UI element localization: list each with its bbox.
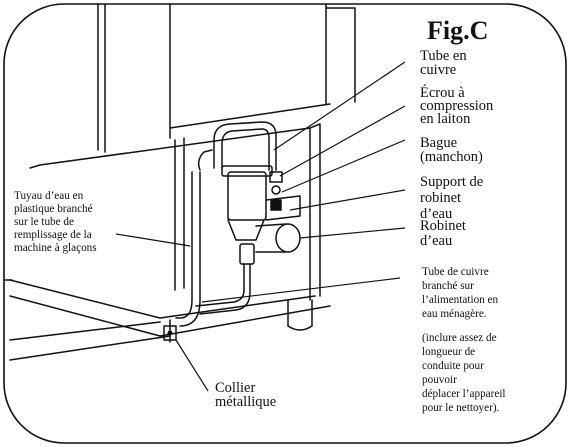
- label-brass-nut: Écrou à compression en laiton: [420, 84, 497, 127]
- label-copper-tube: Tube en cuivre: [420, 48, 470, 78]
- label-clamp: Collier métallique: [215, 380, 276, 410]
- label-plastic-tube: Tuyau d’eau en plastique branché sur le …: [14, 190, 97, 254]
- label-sleeve: Bague (manchon): [420, 135, 483, 165]
- leader-lines: [115, 61, 406, 392]
- label-supply-tube: Tube de cuivre branché sur l’alimentatio…: [422, 266, 501, 320]
- diagram-frame: [3, 3, 567, 444]
- appliance-illustration: [4, 3, 356, 361]
- label-water-valve: Robinet d’eau: [420, 218, 470, 249]
- label-valve-bracket: Support de robinet d’eau: [420, 174, 487, 222]
- figure-title: Fig.C: [427, 16, 488, 45]
- label-length-note: (inclure assez de longueur de conduite p…: [422, 332, 508, 414]
